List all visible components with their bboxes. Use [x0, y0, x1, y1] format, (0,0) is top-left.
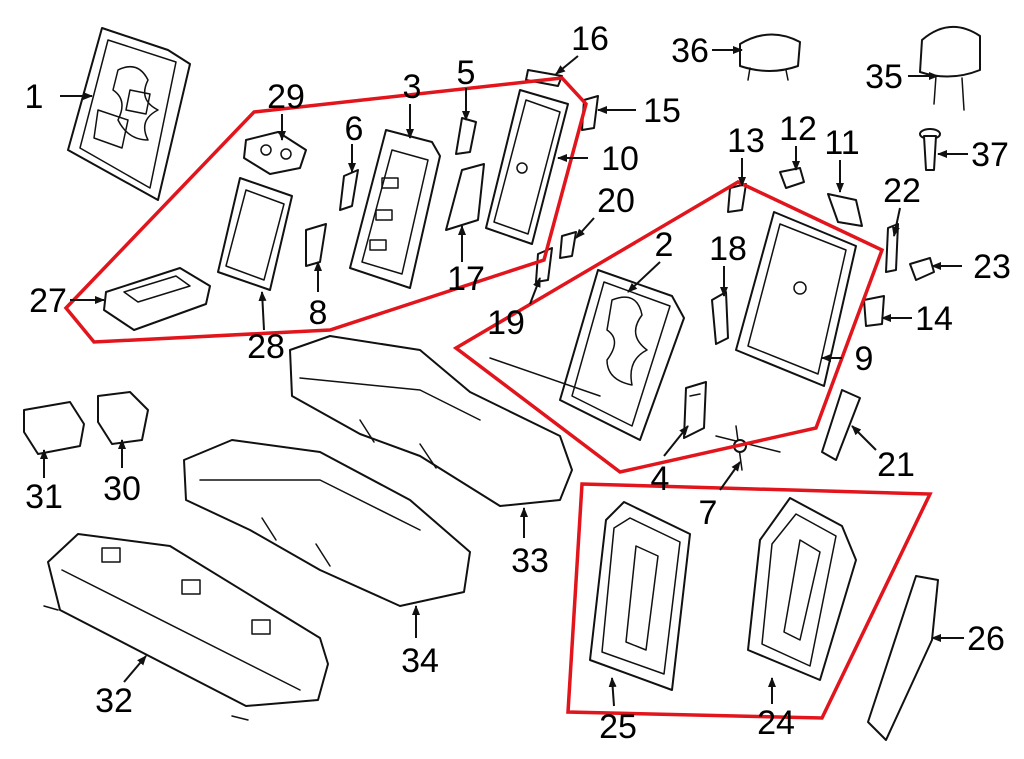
- highlight-group-upper-left: [63, 76, 588, 344]
- part-23-clip: [909, 257, 935, 281]
- callout-28: 28: [247, 328, 285, 366]
- callout-33: 33: [511, 542, 549, 580]
- part-18-clip: [711, 291, 729, 345]
- callout-17: 17: [447, 260, 485, 298]
- part-2-seatback-frame: [489, 269, 685, 441]
- part-17-bracket: [445, 163, 485, 231]
- callout-31: 31: [25, 478, 63, 516]
- part-34-seat-cushion: [183, 439, 471, 607]
- callout-34: 34: [401, 642, 439, 680]
- callout-32: 32: [95, 682, 133, 720]
- part-11-clip: [827, 193, 863, 227]
- part-8-clip: [305, 223, 327, 267]
- callout-26: 26: [967, 620, 1005, 658]
- callout-36: 36: [671, 32, 709, 70]
- leader-lines: [40, 46, 968, 707]
- part-9-panel: [735, 211, 857, 387]
- part-19-clip: [535, 247, 553, 283]
- callout-2: 2: [655, 226, 674, 264]
- part-35-headrest: [919, 25, 981, 111]
- callout-18: 18: [709, 230, 747, 268]
- part-16-bar: [525, 69, 563, 87]
- callout-3: 3: [403, 68, 422, 106]
- part-33-seat-cushion: [289, 335, 573, 507]
- callout-35: 35: [865, 58, 903, 96]
- callout-16: 16: [571, 20, 609, 58]
- highlight-group-lower: [566, 482, 933, 720]
- part-5-clip: [455, 117, 477, 155]
- callout-37: 37: [971, 136, 1009, 174]
- part-3-frame-panel: [349, 129, 441, 289]
- part-20-clip: [559, 231, 577, 259]
- part-26-side-trim: [867, 575, 939, 741]
- part-25-seatback-pad: [589, 501, 691, 691]
- part-6-clip: [339, 169, 359, 211]
- callout-14: 14: [915, 300, 953, 338]
- callout-7: 7: [699, 494, 718, 532]
- part-10-panel: [485, 89, 569, 245]
- part-37-bolt: [919, 128, 941, 171]
- part-28-frame: [217, 177, 293, 291]
- callout-25: 25: [599, 708, 637, 746]
- callout-29: 29: [267, 78, 305, 116]
- callout-12: 12: [779, 110, 817, 148]
- callout-8: 8: [309, 294, 328, 332]
- callout-4: 4: [651, 460, 670, 498]
- callout-30: 30: [103, 470, 141, 508]
- part-27-armrest-block: [103, 267, 211, 331]
- part-12-clip: [779, 167, 805, 189]
- callout-6: 6: [345, 110, 364, 148]
- callout-9: 9: [855, 340, 874, 378]
- callout-15: 15: [643, 92, 681, 130]
- part-29-cupholder: [243, 131, 307, 175]
- callout-labels: 1 2 3 4 5 6 7 8 9 10 11 12 13 14 15 16 1…: [25, 20, 1011, 746]
- part-30-block: [97, 391, 149, 445]
- part-22-clip: [885, 223, 899, 273]
- part-36-headrest: [739, 33, 801, 81]
- highlight-group-right: [452, 180, 885, 474]
- part-31-block: [23, 401, 85, 455]
- callout-1: 1: [25, 78, 44, 116]
- callout-5: 5: [457, 54, 476, 92]
- callout-20: 20: [597, 182, 635, 220]
- callout-11: 11: [824, 124, 859, 162]
- part-4-bracket: [683, 381, 707, 439]
- callout-22: 22: [883, 172, 921, 210]
- part-24-seatback-pad: [747, 497, 857, 681]
- callout-19: 19: [487, 304, 525, 342]
- callout-27: 27: [29, 282, 67, 320]
- callout-10: 10: [601, 140, 639, 178]
- callout-13: 13: [727, 122, 765, 160]
- callout-24: 24: [757, 704, 795, 742]
- callout-23: 23: [973, 248, 1011, 286]
- part-21-trim: [821, 389, 861, 461]
- part-32-seat-base: [43, 533, 329, 721]
- callout-21: 21: [877, 446, 915, 484]
- part-1-seatback-frame: [67, 27, 191, 201]
- part-14-clip: [863, 295, 885, 327]
